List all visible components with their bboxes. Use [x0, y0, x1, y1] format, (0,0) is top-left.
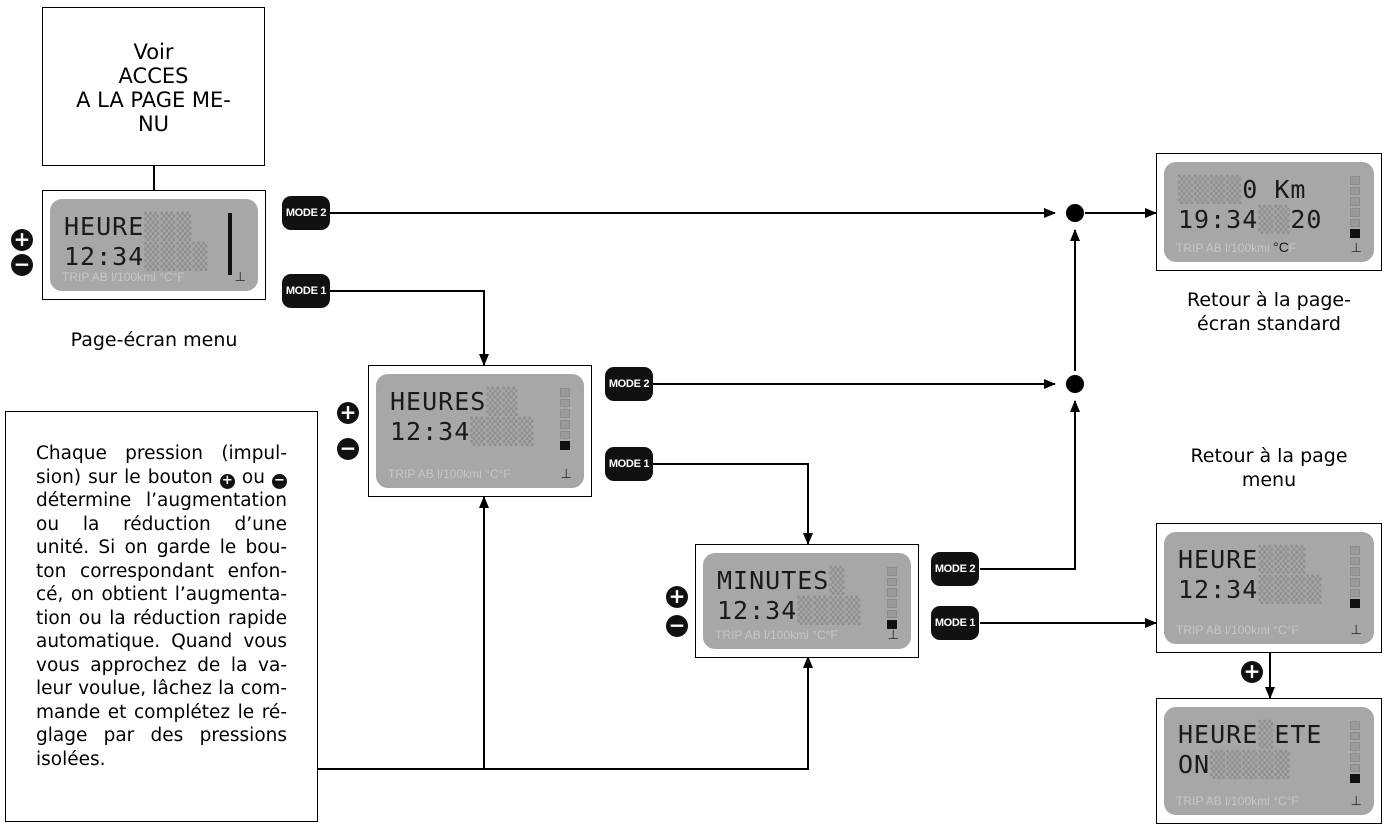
temperature-icon: ⊥: [1350, 794, 1362, 809]
lcd-line-1: 0 Km: [1242, 175, 1307, 204]
minus-symbol-icon: −: [272, 473, 287, 489]
junction-dot-top: [1066, 204, 1084, 222]
gauge-bar: [560, 388, 570, 451]
mode2-button-minutes[interactable]: MODE 2: [931, 552, 979, 586]
standard-screen: ▒▒▒▒0 Km 19:34▒▒20 TRIP AB l/100kmi °CF …: [1156, 153, 1382, 271]
lcd-line-2: 12:34: [717, 596, 798, 625]
lcd-display: HEURE▒▒▒ 12:34▒▒▒▒ TRIP AB l/100kmi °C°F…: [1164, 532, 1374, 644]
plus-symbol-icon: +: [219, 473, 235, 489]
gauge-bar: [228, 213, 232, 275]
lcd-footer: TRIP AB l/100kmi °C°F: [1176, 623, 1299, 637]
minutes-screen: MINUTES▒ 12:34▒▒▒▒ TRIP AB l/100kmi °C°F…: [695, 544, 919, 658]
lcd-line-1: HEURES: [390, 387, 487, 416]
note-line-2: ACCES: [118, 64, 189, 88]
lcd-display: MINUTES▒ 12:34▒▒▒▒ TRIP AB l/100kmi °C°F…: [703, 553, 911, 649]
lcd-footer: TRIP AB l/100kmi °C°F: [62, 270, 185, 284]
plus-button[interactable]: +: [1241, 661, 1263, 683]
gauge-bar: [1350, 721, 1360, 784]
gauge-bar: [1350, 546, 1360, 609]
note-text-3: détermine l’augmenta­tion ou la réductio…: [36, 490, 287, 770]
note-access-menu: Voir ACCES A LA PAGE ME- NU: [42, 7, 265, 166]
lcd-line-1: HEURE: [1178, 545, 1259, 574]
mode2-button-menu[interactable]: MODE 2: [282, 196, 330, 230]
lcd-display: ▒▒▒▒0 Km 19:34▒▒20 TRIP AB l/100kmi °CF …: [1164, 162, 1374, 262]
minus-button[interactable]: −: [666, 615, 688, 637]
temperature-icon: ⊥: [887, 628, 899, 643]
heures-screen: HEURES▒▒ 12:34▒▒▒▒ TRIP AB l/100kmi °C°F…: [368, 365, 592, 497]
lcd-display: HEURE▒ETE ON▒▒▒▒▒ TRIP AB l/100kmi °C°F …: [1164, 707, 1374, 815]
minus-button[interactable]: −: [337, 438, 359, 460]
gauge-bar: [1350, 176, 1360, 239]
lcd-clock: 19:34: [1178, 205, 1259, 234]
lcd-temperature: 20: [1290, 205, 1323, 234]
lcd-display: HEURES▒▒ 12:34▒▒▒▒ TRIP AB l/100kmi °C°F…: [376, 374, 584, 488]
lcd-line-2: 12:34: [390, 417, 471, 446]
temperature-icon: ⊥: [560, 467, 572, 482]
temperature-icon: ⊥: [1350, 241, 1362, 256]
mode1-button-heures[interactable]: MODE 1: [605, 447, 653, 481]
lcd-line-1: MINUTES: [717, 566, 830, 595]
lcd-line-1a: HEURE: [1178, 720, 1259, 749]
caption-menu-screen: Page-écran menu: [70, 329, 238, 351]
menu-return-screen: HEURE▒▒▒ 12:34▒▒▒▒ TRIP AB l/100kmi °C°F…: [1156, 523, 1382, 653]
mode2-button-heures[interactable]: MODE 2: [605, 367, 653, 401]
caption-return-standard: Retour à la page- écran standard: [1187, 289, 1351, 335]
menu-screen: HEURE▒▒▒ 12:34▒▒▒▒ TRIP AB l/100kmi °C°F…: [42, 190, 266, 300]
lcd-line-2: 12:34: [1178, 575, 1259, 604]
lcd-footer: TRIP AB l/100kmi °CF: [1176, 239, 1297, 255]
heure-ete-screen: HEURE▒ETE ON▒▒▒▒▒ TRIP AB l/100kmi °C°F …: [1156, 698, 1382, 824]
plus-button[interactable]: +: [337, 402, 359, 424]
lcd-line-2: 12:34: [64, 242, 145, 271]
plus-button[interactable]: +: [11, 229, 33, 251]
lcd-display: HEURE▒▒▒ 12:34▒▒▒▒ TRIP AB l/100kmi °C°F…: [50, 199, 258, 291]
lcd-line-1b: ETE: [1274, 720, 1323, 749]
caption-return-menu: Retour à la page menu: [1190, 445, 1348, 491]
lcd-footer: TRIP AB l/100kmi °C°F: [388, 467, 511, 481]
note-text-2: ou: [234, 466, 272, 488]
lcd-footer: TRIP AB l/100kmi °C°F: [1176, 794, 1299, 808]
junction-dot-middle: [1066, 375, 1084, 393]
gauge-bar: [887, 567, 897, 630]
note-text-1: Chaque pression (impul­sion) sur le bout…: [36, 443, 287, 488]
mode1-button-menu[interactable]: MODE 1: [282, 274, 330, 308]
lcd-footer: TRIP AB l/100kmi °C°F: [715, 628, 838, 642]
temperature-icon: ⊥: [1350, 623, 1362, 638]
lcd-line-1: HEURE: [64, 212, 145, 241]
note-line-1: Voir: [133, 40, 174, 64]
mode1-button-minutes[interactable]: MODE 1: [931, 606, 979, 640]
note-line-3: A LA PAGE ME-: [76, 88, 231, 112]
plus-button[interactable]: +: [666, 586, 688, 608]
temperature-icon: ⊥: [234, 270, 246, 285]
note-press-instructions: Chaque pression (impul­sion) sur le bout…: [5, 411, 318, 822]
note-line-4: NU: [137, 112, 170, 136]
lcd-line-2: ON: [1178, 750, 1211, 779]
minus-button[interactable]: −: [11, 254, 33, 276]
